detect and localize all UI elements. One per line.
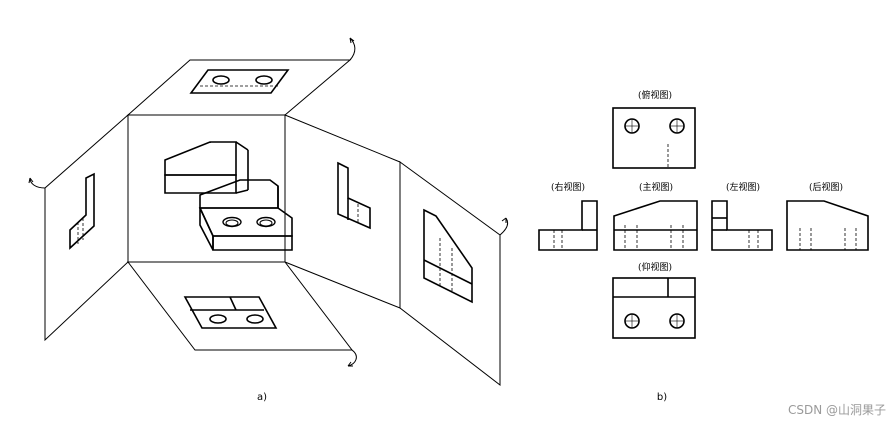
right-view-label: (右视图) [551, 181, 585, 193]
view-on-top-plane [189, 69, 290, 94]
projection-box-drawing [28, 37, 509, 387]
top-view-label: (俯视图) [638, 89, 672, 101]
view-on-left-plane [69, 172, 95, 250]
view-on-rear-plane [423, 208, 473, 304]
rear-projection-plane [399, 161, 501, 387]
unfold-arrow-bottom [347, 349, 357, 367]
rear-view-label: (后视图) [809, 181, 843, 193]
right-projection-plane [284, 114, 401, 309]
top-view-drawing [612, 107, 696, 169]
caption-b: b) [657, 392, 667, 403]
rear-view-drawing [786, 200, 869, 251]
watermark: CSDN @山洞果子 [787, 403, 886, 417]
hole-left-3d [222, 216, 242, 228]
front-view-label: (主视图) [639, 181, 673, 193]
left-projection-plane [44, 113, 129, 342]
unfold-arrow-top [349, 37, 356, 61]
view-on-bottom-plane [183, 296, 278, 329]
right-view-drawing [538, 200, 598, 251]
bottom-view-label: (仰视图) [638, 261, 672, 273]
left-view-label: (左视图) [726, 181, 760, 193]
front-view-drawing [613, 200, 698, 251]
part-front-block [198, 179, 293, 251]
left-view-drawing [711, 200, 773, 251]
part-rear-block [164, 141, 249, 194]
view-on-right-plane [337, 161, 371, 230]
bottom-view-drawing [612, 277, 696, 339]
hole-right-3d [256, 216, 276, 228]
six-views-layout [538, 107, 869, 339]
unfold-arrow-rear [499, 217, 509, 236]
unfold-arrow-left [28, 177, 46, 189]
top-projection-plane [126, 59, 352, 116]
caption-a: a) [257, 392, 267, 403]
front-projection-plane [127, 114, 286, 263]
